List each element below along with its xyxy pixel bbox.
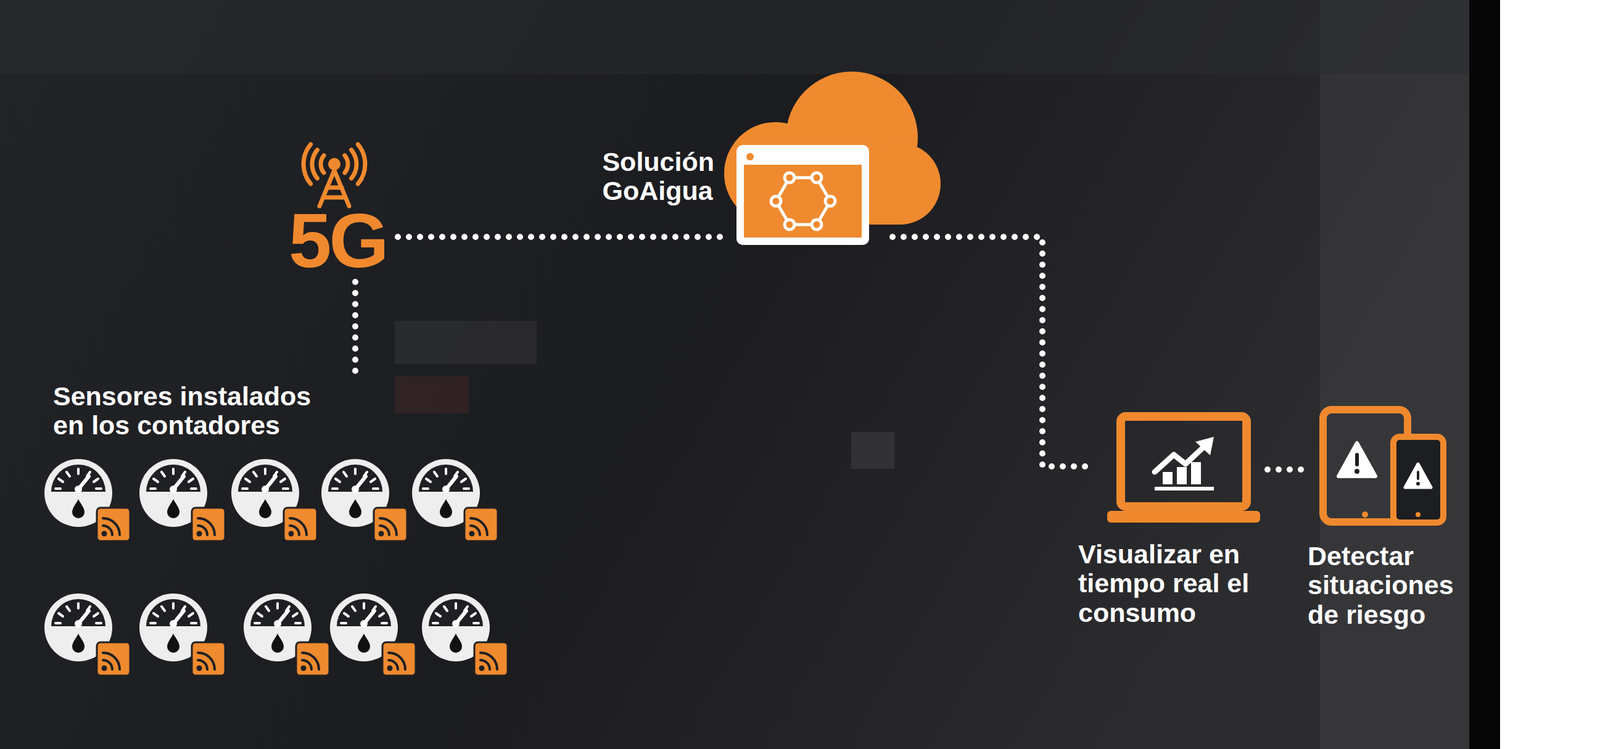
water-meter [231, 458, 318, 541]
antenna-icon [303, 144, 366, 207]
app-window [740, 148, 866, 242]
antenna-mast [319, 170, 350, 207]
background [0, 0, 1470, 749]
node-label: Visualizar en tiempo real el consumo [1078, 539, 1264, 628]
node-label: Detectar situaciones de riesgo [1307, 541, 1467, 630]
window-bar [740, 148, 866, 165]
window-dot [746, 152, 754, 161]
water-meter [44, 593, 131, 676]
cloud-icon [724, 71, 941, 242]
network-label: 5G [288, 209, 387, 272]
dotted-connector [892, 236, 1094, 467]
page-margin [1500, 0, 1600, 749]
warning-mark [1416, 481, 1420, 486]
radio-waves [303, 144, 366, 184]
warning-mark [1354, 468, 1360, 474]
trend-arrowhead [1195, 436, 1214, 456]
water-meter [139, 458, 226, 541]
network-node [811, 172, 822, 183]
background-blur [0, 0, 1470, 75]
water-meter [412, 458, 498, 541]
alert-node: Detectar situaciones de riesgo [1319, 405, 1447, 526]
warning-mark [1355, 452, 1359, 467]
background-glare [1319, 0, 1470, 749]
devices-icon [1323, 409, 1444, 523]
chart-bar [1162, 471, 1173, 485]
laptop-screen [1120, 416, 1247, 507]
chart-baseline [1154, 486, 1214, 491]
laptop-icon [1107, 416, 1261, 523]
tablet-button [1361, 511, 1369, 518]
water-meter [329, 593, 416, 676]
dotted-connector [397, 233, 725, 240]
warning-triangle [1405, 463, 1431, 488]
warning-triangle [1338, 442, 1376, 477]
group-heading: Sensores instalados en los contadores [53, 381, 325, 441]
network-ring [775, 177, 831, 225]
frame-bar [1469, 0, 1501, 749]
dashboard-node: Visualizar en tiempo real el consumo [1107, 410, 1261, 523]
background-blur [851, 431, 895, 469]
water-meter [421, 593, 508, 676]
water-meter [321, 458, 408, 541]
phone-button [1415, 511, 1421, 517]
warning-mark [1416, 470, 1420, 480]
network-node [784, 172, 795, 183]
trend-line [1154, 446, 1205, 472]
background-blur [394, 376, 469, 414]
water-meter [243, 593, 330, 676]
platform-node: Solución GoAigua [736, 144, 870, 245]
network-node [811, 219, 822, 230]
network-node [825, 196, 836, 207]
network-node [784, 219, 795, 230]
sensor-group: Sensores instalados en los contadores [43, 379, 500, 679]
platform-label: Solución GoAigua [602, 147, 715, 207]
network-node: 5G [288, 148, 387, 274]
background-blur [394, 320, 537, 364]
laptop-base [1107, 510, 1261, 523]
water-meter [44, 458, 131, 541]
chart-bar [1176, 466, 1187, 485]
water-meter [139, 593, 226, 676]
chart-bar [1191, 461, 1201, 485]
dotted-connector [352, 281, 359, 371]
network-node [771, 196, 781, 207]
phone-frame [1393, 436, 1444, 523]
dotted-connector [1267, 466, 1309, 473]
